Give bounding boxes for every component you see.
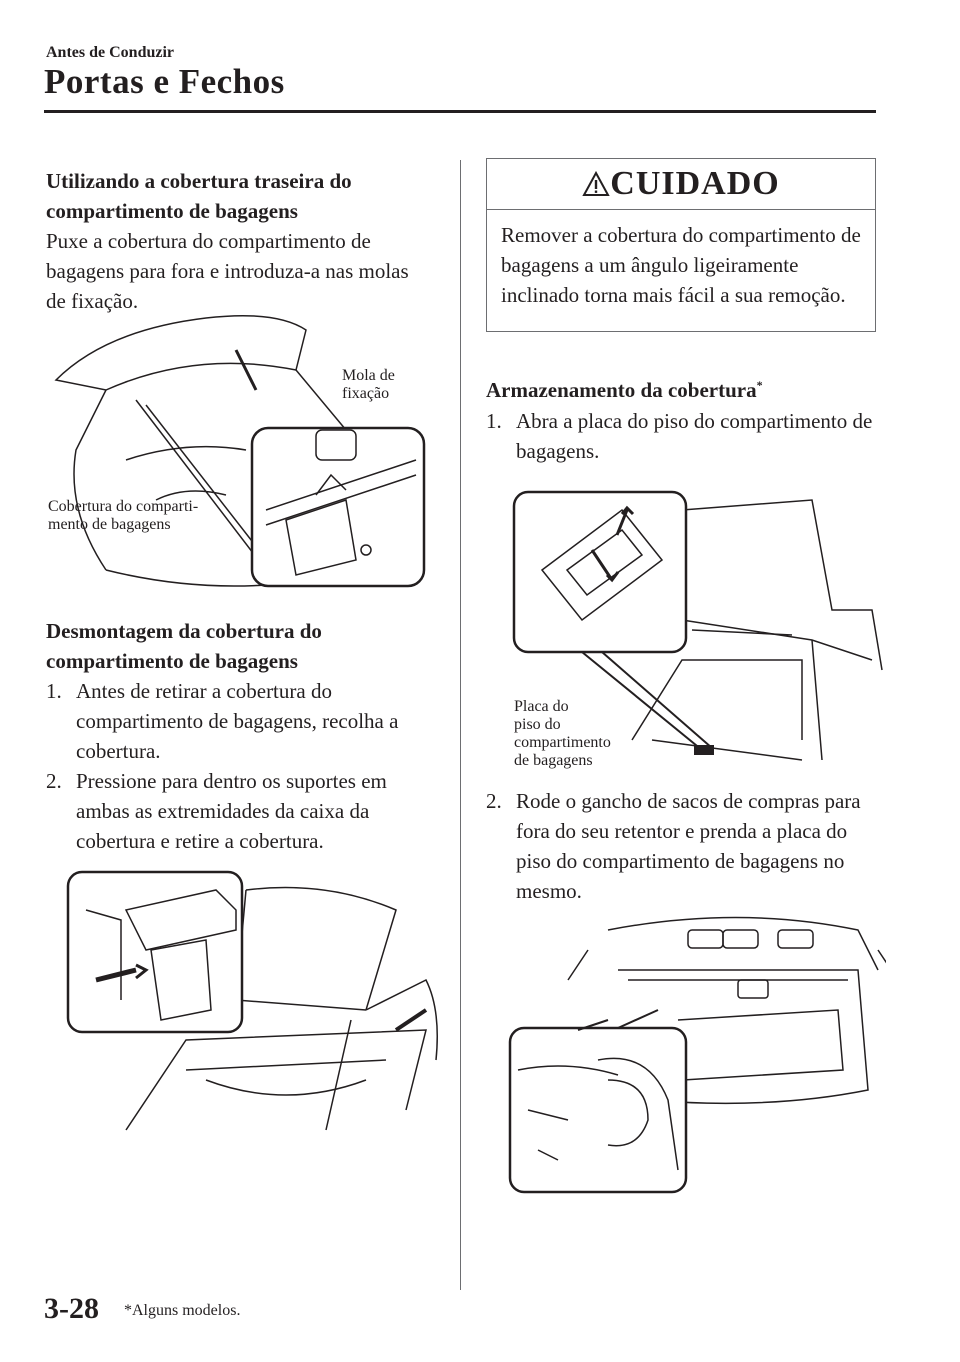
page-title: Portas e Fechos bbox=[44, 62, 285, 101]
warning-triangle-icon bbox=[582, 171, 610, 196]
caution-title: CUIDADO bbox=[610, 165, 780, 202]
footnote-mark: * bbox=[756, 378, 763, 392]
step-text: Abra a placa do piso do compartimento de… bbox=[516, 409, 873, 463]
storage-step-2-block: 2. Rode o gancho de sacos de compras par… bbox=[486, 786, 880, 906]
floor-callout-line2: piso do bbox=[514, 716, 561, 733]
shopping-hook-illustration bbox=[508, 910, 886, 1196]
storage-step-1-block: 1. Abra a placa do piso do compartimento… bbox=[486, 406, 880, 466]
cover-callout-line2: mento de bagagens bbox=[48, 516, 171, 533]
removal-steps: 1. Antes de retirar a cobertura do compa… bbox=[46, 676, 436, 856]
step-number: 2. bbox=[486, 789, 502, 813]
removal-heading: Desmontagem da cobertura do compartiment… bbox=[46, 619, 322, 673]
floor-callout-line4: de bagagens bbox=[514, 752, 593, 769]
section-label: Antes de Conduzir bbox=[46, 44, 175, 61]
step-text: Pressione para dentro os suportes em amb… bbox=[76, 769, 387, 853]
step-text: Antes de retirar a cobertura do comparti… bbox=[76, 679, 399, 763]
cover-callout-line1: Cobertura do comparti- bbox=[48, 498, 199, 515]
step-number: 1. bbox=[46, 679, 62, 703]
caution-box: CUIDADO Remover a cobertura do compartim… bbox=[486, 158, 876, 332]
title-rule bbox=[44, 110, 876, 113]
floor-callout-line1: Placa do bbox=[514, 698, 569, 715]
caution-header: CUIDADO bbox=[487, 159, 875, 210]
spring-callout-line2: fixação bbox=[342, 385, 390, 402]
usage-heading: Utilizando a cobertura traseira do compa… bbox=[46, 169, 352, 223]
storage-step-2: 2. Rode o gancho de sacos de compras par… bbox=[486, 786, 880, 906]
storage-heading-text: Armazenamento da cobertura bbox=[486, 378, 757, 402]
page-number: 3-28 bbox=[44, 1292, 99, 1325]
step-number: 1. bbox=[486, 409, 502, 433]
usage-body: Puxe a cobertura do compartimento de bag… bbox=[46, 229, 409, 313]
column-divider bbox=[460, 160, 461, 1290]
spring-callout-line1: Mola de bbox=[342, 367, 395, 384]
cover-installation-illustration bbox=[46, 310, 436, 600]
cover-removal-illustration bbox=[66, 870, 446, 1160]
storage-heading: Armazenamento da cobertura* bbox=[486, 370, 763, 405]
caution-text: Remover a cobertura do compartimento de … bbox=[501, 223, 861, 307]
storage-step-1: 1. Abra a placa do piso do compartimento… bbox=[486, 406, 880, 466]
removal-step-2: 2. Pressione para dentro os suportes em … bbox=[46, 766, 436, 856]
step-number: 2. bbox=[46, 769, 62, 793]
floor-callout-line3: compartimento bbox=[514, 734, 611, 751]
step-text: Rode o gancho de sacos de compras para f… bbox=[516, 789, 861, 903]
floor-board-illustration bbox=[512, 490, 886, 780]
removal-step-1: 1. Antes de retirar a cobertura do compa… bbox=[46, 676, 436, 766]
footnote: *Alguns modelos. bbox=[124, 1302, 241, 1319]
